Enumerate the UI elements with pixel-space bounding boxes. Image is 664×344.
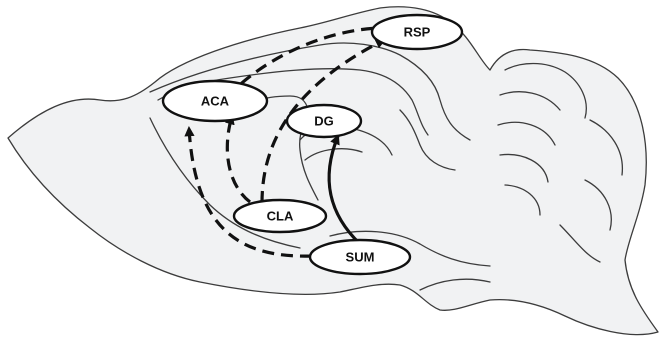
node-rsp-label: RSP bbox=[404, 25, 431, 40]
node-aca: ACA bbox=[163, 81, 267, 121]
node-cla: CLA bbox=[234, 200, 326, 232]
node-rsp: RSP bbox=[372, 15, 462, 49]
brain-outline bbox=[8, 7, 658, 335]
node-sum-label: SUM bbox=[346, 250, 375, 265]
node-cla-label: CLA bbox=[267, 209, 294, 224]
node-sum: SUM bbox=[310, 240, 410, 274]
node-dg: DG bbox=[287, 105, 361, 137]
node-dg-label: DG bbox=[314, 114, 334, 129]
node-aca-label: ACA bbox=[201, 94, 230, 109]
